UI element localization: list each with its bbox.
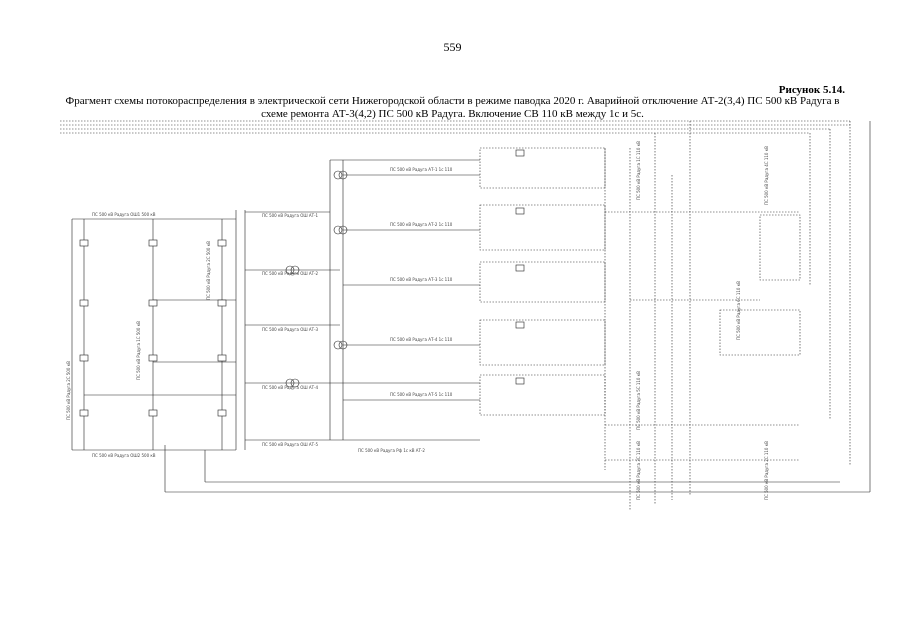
sec1-label: ПС 500 кВ Радуга АТ-1 1с 110 xyxy=(390,167,453,172)
at3-label: ПС 500 кВ Радуга ОШ АТ-3 xyxy=(262,327,319,332)
at4-label: ПС 500 кВ Радуга ОШ АТ-4 xyxy=(262,385,319,390)
v-left-label-2: ПС 500 кВ Радуга 1С 500 кВ xyxy=(136,321,141,380)
v-right-label-4: ПС 500 кВ Радуга 6С 110 кВ xyxy=(736,281,741,340)
page-number: 559 xyxy=(443,40,462,54)
at1-label: ПС 500 кВ Радуга ОШ АТ-1 xyxy=(262,213,319,218)
at2-label: ПС 500 кВ Радуга ОШ АТ-2 xyxy=(262,271,319,276)
v-right-label-2: ПС 500 кВ Радуга 5С 110 кВ xyxy=(636,371,641,430)
sec2-label: ПС 500 кВ Радуга АТ-2 1с 110 xyxy=(390,222,453,227)
bus-bottom-label: ПС 500 кВ Радуга ОШ2 500 кВ xyxy=(92,453,156,458)
sec4-label: ПС 500 кВ Радуга АТ-4 1с 110 xyxy=(390,337,453,342)
at5-label: ПС 500 кВ Радуга ОШ АТ-5 xyxy=(262,442,319,447)
v-left-label-1: ПС 500 кВ Радуга 2С 500 кВ xyxy=(66,361,71,420)
bottom-right-label: ПС 500 кВ Радуга Рф 1с кВ АТ-2 xyxy=(358,448,425,453)
sec5-label: ПС 500 кВ Радуга АТ-5 1с 110 xyxy=(390,392,453,397)
v-right-label-3: ПС 500 кВ Радуга 3С 110 кВ xyxy=(636,441,641,500)
figure-label: Рисунок 5.14. xyxy=(778,84,845,96)
v-right-label-1: ПС 500 кВ Радуга 1С 110 кВ xyxy=(636,141,641,200)
figure-caption: Фрагмент схемы потокораспределения в эле… xyxy=(65,95,840,120)
v-left-label-3: ПС 500 кВ Радуга 2С 500 кВ xyxy=(206,241,211,300)
bus-top-label: ПС 500 кВ Радуга ОШ1 500 кВ xyxy=(92,212,156,217)
v-right-label-6: ПС 500 кВ Радуга 2С 110 кВ xyxy=(764,441,769,500)
v-right-label-5: ПС 500 кВ Радуга 4С 110 кВ xyxy=(764,146,769,205)
sec3-label: ПС 500 кВ Радуга АТ-3 1с 110 xyxy=(390,277,453,282)
